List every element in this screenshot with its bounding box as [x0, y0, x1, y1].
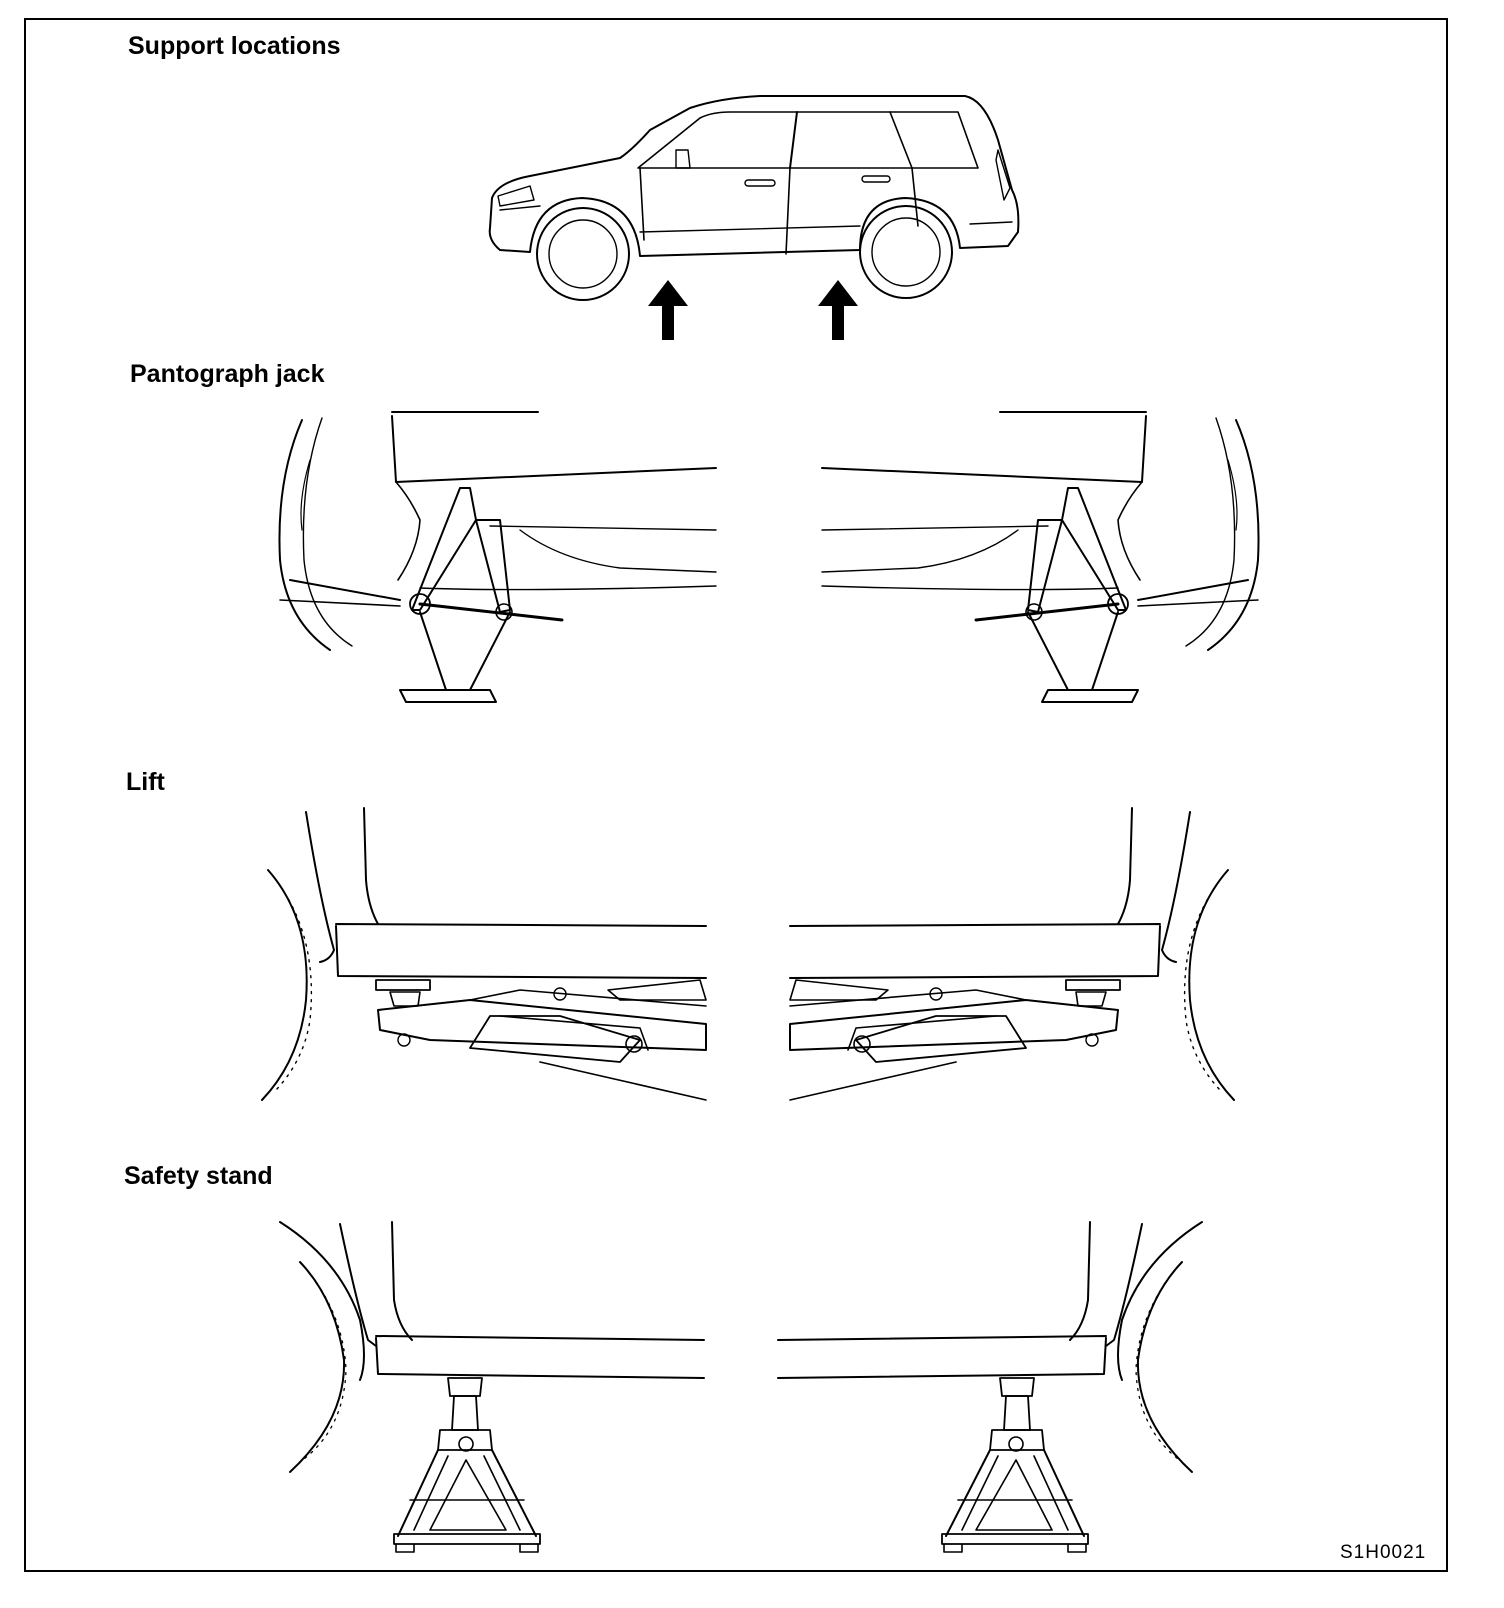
- figure-frame: [24, 18, 1448, 1572]
- lift-left: [262, 808, 706, 1100]
- support-arrow-rear: [818, 280, 858, 340]
- pantograph-jack-right: [822, 412, 1259, 702]
- heading-lift: Lift: [126, 768, 165, 796]
- heading-safety-stand: Safety stand: [124, 1162, 273, 1190]
- car-side-view: [490, 96, 1019, 340]
- lift-right: [790, 808, 1234, 1100]
- safety-stand-right: [778, 1222, 1202, 1552]
- pantograph-jack-left: [279, 412, 716, 702]
- figure-code: S1H0021: [1340, 1542, 1427, 1563]
- support-arrow-front: [648, 280, 688, 340]
- safety-stand-left: [280, 1222, 704, 1552]
- heading-pantograph-jack: Pantograph jack: [130, 360, 325, 388]
- heading-support-locations: Support locations: [128, 32, 341, 60]
